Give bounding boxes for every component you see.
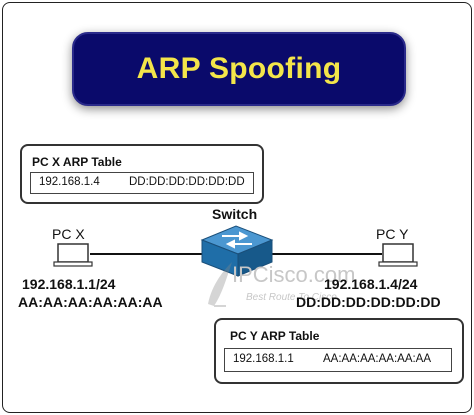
pc-x-label: PC X	[52, 226, 85, 242]
pc-y-laptop-icon	[378, 243, 418, 267]
watermark-brand: IPCisco.com	[232, 262, 356, 287]
pc-x-arp-mac: DD:DD:DD:DD:DD:DD	[129, 176, 245, 188]
pc-y-arp-table: PC Y ARP Table 192.168.1.1 AA:AA:AA:AA:A…	[214, 318, 464, 384]
pc-x-arp-table: PC X ARP Table 192.168.1.4 DD:DD:DD:DD:D…	[20, 144, 264, 204]
pc-y-mac-address: DD:DD:DD:DD:DD:DD	[296, 294, 441, 310]
pc-x-mac-address: AA:AA:AA:AA:AA:AA	[18, 294, 163, 310]
watermark-tagline: Best Route To Cisco	[246, 292, 337, 303]
pc-x-arp-table-row: 192.168.1.4 DD:DD:DD:DD:DD:DD	[30, 172, 254, 194]
pc-y-arp-ip: 192.168.1.1	[233, 353, 294, 365]
switch-icon	[200, 225, 274, 277]
pc-y-label: PC Y	[376, 226, 409, 242]
pc-x-arp-ip: 192.168.1.4	[39, 176, 100, 188]
pc-x-laptop-icon	[53, 243, 93, 267]
switch-label: Switch	[212, 206, 258, 222]
pc-y-ip-address: 192.168.1.4/24	[324, 276, 418, 292]
title-banner: ARP Spoofing	[72, 32, 406, 106]
watermark-logo-icon	[208, 262, 232, 307]
pc-y-arp-mac: AA:AA:AA:AA:AA:AA	[323, 353, 432, 365]
pc-x-ip-address: 192.168.1.1/24	[22, 276, 116, 292]
pc-y-arp-table-row: 192.168.1.1 AA:AA:AA:AA:AA:AA	[224, 348, 452, 372]
pc-y-arp-table-title: PC Y ARP Table	[230, 329, 320, 343]
diagram-title: ARP Spoofing	[136, 52, 342, 85]
pc-x-arp-table-title: PC X ARP Table	[32, 155, 122, 169]
